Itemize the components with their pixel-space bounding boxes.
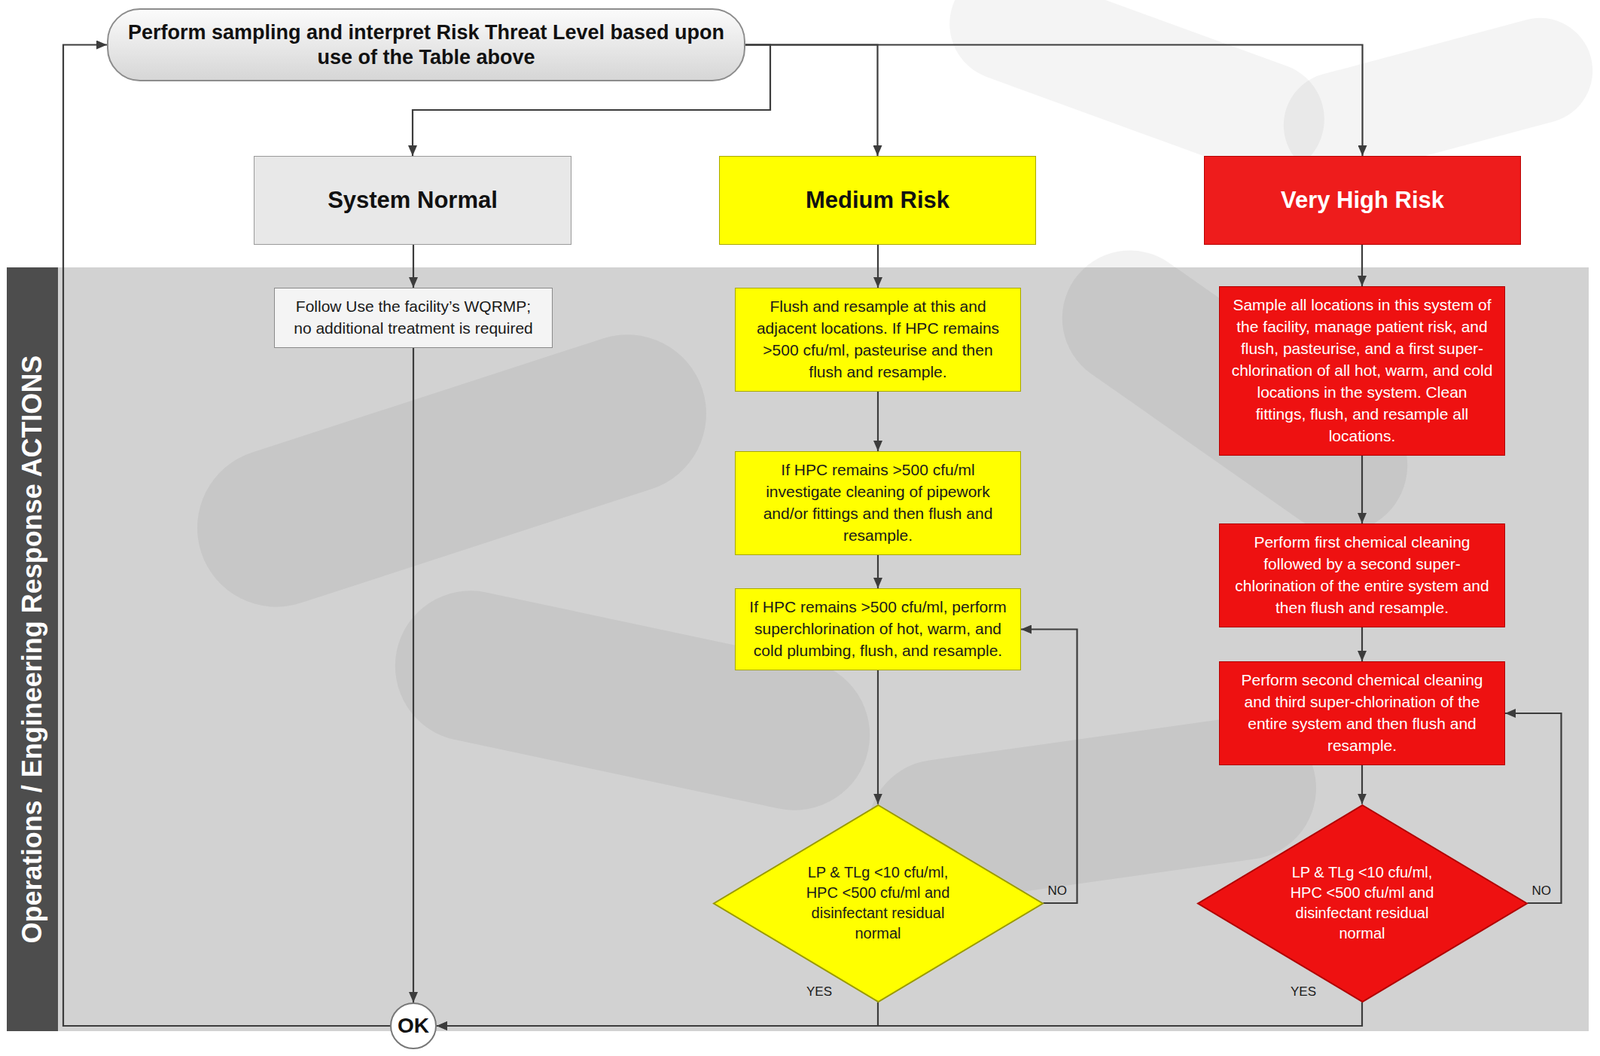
- diamond-outline: [1197, 804, 1528, 1003]
- flow-connector: [877, 244, 879, 288]
- action-box: Flush and resample at this and adjacent …: [734, 287, 1021, 392]
- connector-group: [63, 45, 1562, 1027]
- flow-connector: [877, 554, 879, 589]
- flow-connector: [412, 244, 415, 288]
- action-text: If HPC remains >500 cfu/ml, perform supe…: [746, 596, 1010, 662]
- action-box: If HPC remains >500 cfu/ml investigate c…: [734, 451, 1021, 555]
- actions-band: Operations / Engineering Response ACTION…: [6, 267, 1589, 1031]
- risk-level-box: Very High Risk: [1203, 155, 1521, 245]
- action-box: Follow Use the facility’s WQRMP; no addi…: [274, 287, 553, 348]
- band-strip: Operations / Engineering Response ACTION…: [6, 267, 58, 1031]
- action-text: Perform second chemical cleaning and thi…: [1230, 669, 1494, 757]
- action-text: Flush and resample at this and adjacent …: [746, 295, 1010, 384]
- risk-level-text: Medium Risk: [805, 185, 950, 214]
- action-box: Sample all locations in this system of t…: [1219, 286, 1506, 456]
- action-box: If HPC remains >500 cfu/ml, perform supe…: [734, 588, 1021, 671]
- flow-connector: [877, 391, 879, 452]
- action-box: Perform second chemical cleaning and thi…: [1219, 661, 1506, 765]
- decision-text: LP & TLg <10 cfu/ml, HPC <500 cfu/ml and…: [791, 862, 965, 944]
- bacterium-shape: [176, 313, 728, 628]
- branch-label: NO: [1532, 883, 1552, 899]
- branch-label: YES: [1290, 984, 1317, 1000]
- actions-band-ground: [6, 267, 1589, 1031]
- decision-diamond-shape: [713, 804, 1043, 1002]
- branch-label: YES: [806, 984, 832, 1000]
- risk-level-text: System Normal: [327, 185, 498, 214]
- flow-connector: [745, 45, 878, 157]
- decision-diamond: LP & TLg <10 cfu/ml, HPC <500 cfu/ml and…: [713, 804, 1044, 1003]
- action-box: Perform first chemical cleaning followed…: [1219, 523, 1506, 628]
- end-text: OK: [397, 1013, 430, 1038]
- flow-connector: [1361, 764, 1363, 805]
- action-text: Follow Use the facility’s WQRMP; no addi…: [285, 295, 542, 340]
- flow-connector: [412, 347, 415, 1003]
- branch-label: NO: [1048, 883, 1068, 899]
- flow-connector: [1361, 244, 1363, 287]
- decision-diamond: LP & TLg <10 cfu/ml, HPC <500 cfu/ml and…: [1197, 804, 1528, 1003]
- terminal-text: Perform sampling and interpret Risk Thre…: [123, 20, 729, 71]
- end-connector-circle: OK: [390, 1002, 437, 1049]
- diamond-outline: [713, 804, 1044, 1003]
- action-text: If HPC remains >500 cfu/ml investigate c…: [746, 459, 1010, 547]
- flow-connector: [436, 1002, 878, 1027]
- flow-connector: [1361, 455, 1363, 524]
- start-terminal: Perform sampling and interpret Risk Thre…: [106, 8, 746, 82]
- action-text: Perform first chemical cleaning followed…: [1230, 531, 1494, 619]
- decision-diamond-shape: [1197, 804, 1527, 1002]
- flow-connector: [745, 45, 1363, 157]
- flow-connector: [1505, 713, 1562, 903]
- decision-text: LP & TLg <10 cfu/ml, HPC <500 cfu/ml and…: [1275, 862, 1449, 944]
- flow-connector: [1020, 629, 1078, 904]
- risk-level-box: System Normal: [253, 155, 572, 245]
- band-title: Operations / Engineering Response ACTION…: [16, 355, 48, 944]
- flow-connector: [436, 1002, 1363, 1027]
- action-text: Sample all locations in this system of t…: [1230, 294, 1494, 448]
- flow-connector: [877, 670, 879, 805]
- flow-connector: [1361, 627, 1363, 662]
- risk-level-text: Very High Risk: [1280, 185, 1445, 214]
- risk-level-box: Medium Risk: [719, 155, 1037, 245]
